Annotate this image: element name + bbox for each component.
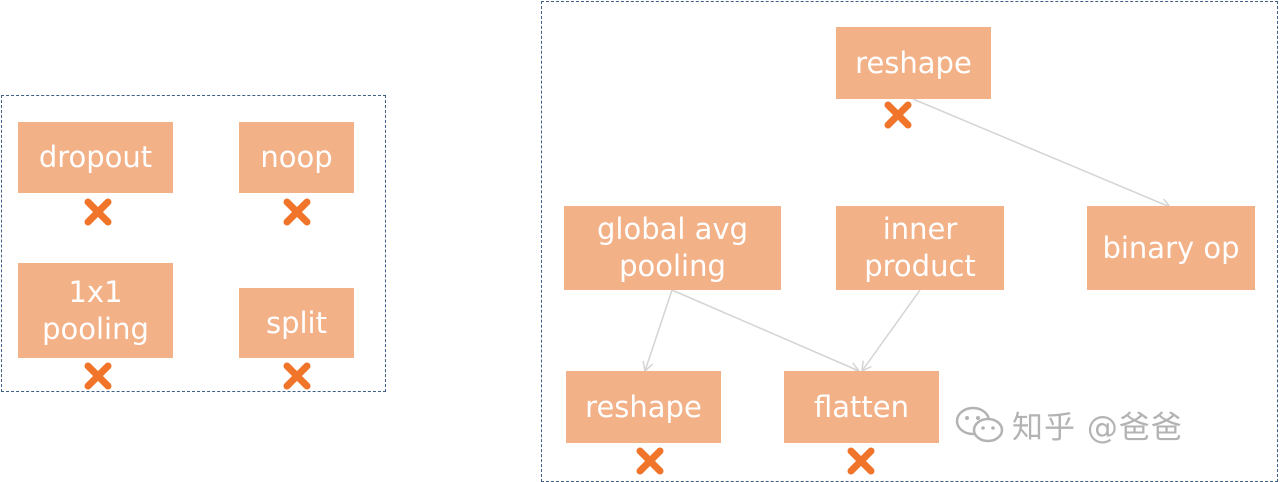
edge-reshape-to-binary-op — [912, 98, 1172, 209]
node-noop: noop — [239, 122, 354, 193]
node-binary-op: binary op — [1087, 206, 1255, 290]
watermark-text: 知乎 @爸爸 — [1012, 410, 1183, 446]
watermark: 知乎 @爸爸 — [954, 402, 1183, 447]
cross-icon — [283, 198, 311, 226]
node-flatten: flatten — [784, 371, 939, 443]
left-panel — [1, 95, 386, 392]
node-reshape-top: reshape — [836, 27, 991, 99]
cross-icon — [884, 101, 912, 129]
cross-icon — [847, 447, 875, 475]
edge-global-avg-pooling-to-flatten — [671, 289, 861, 373]
node-inner-product: inner product — [836, 206, 1004, 290]
node-dropout: dropout — [18, 122, 173, 193]
node-1x1-pooling: 1x1 pooling — [18, 263, 173, 358]
cross-icon — [84, 198, 112, 226]
edge-inner-product-to-flatten — [861, 289, 921, 373]
edge-global-avg-pooling-to-reshape — [642, 289, 673, 373]
node-global-avg-pooling: global avg pooling — [564, 206, 781, 290]
cross-icon — [283, 362, 311, 390]
node-split: split — [239, 288, 354, 358]
node-reshape-bottom: reshape — [566, 371, 721, 443]
cross-icon — [636, 447, 664, 475]
cross-icon — [84, 362, 112, 390]
wechat-icon — [955, 406, 1004, 442]
